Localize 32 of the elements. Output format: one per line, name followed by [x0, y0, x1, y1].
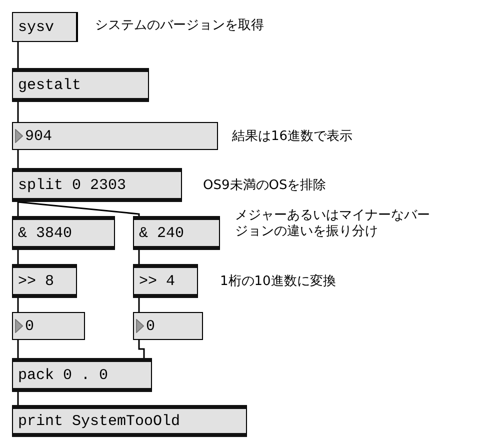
comment-text: システムのバージョンを取得 — [95, 18, 265, 34]
number-value: 0 — [25, 318, 34, 334]
patch-cord — [18, 201, 140, 216]
object-box: >> 4 — [133, 264, 198, 298]
patch-cord — [17, 298, 19, 312]
object-box: print SystemTooOld — [12, 405, 247, 437]
object-box: >> 8 — [12, 264, 77, 298]
message-box: sysv — [12, 12, 78, 42]
object-box: & 240 — [133, 216, 220, 250]
patch-cord — [138, 250, 140, 264]
patch-cord — [138, 340, 145, 358]
comment-text: メジャーあるいはマイナーなバージョンの違いを振り分け — [235, 208, 431, 240]
patch-cord — [17, 202, 19, 216]
comment-text: 結果は16進数で表示 — [232, 129, 354, 145]
patch-cord — [17, 250, 19, 264]
number-box — [133, 312, 203, 340]
patch-cord — [17, 150, 19, 168]
object-box: pack 0 . 0 — [12, 358, 152, 392]
patch-cord — [17, 102, 19, 122]
object-box: gestalt — [12, 68, 149, 102]
patch-cord — [17, 340, 19, 358]
patch-cord — [138, 298, 140, 312]
number-value: 0 — [146, 318, 156, 334]
number-box — [12, 312, 85, 340]
number-box — [12, 122, 218, 150]
number-value: 904 — [25, 128, 52, 144]
patch-cord — [17, 392, 19, 405]
object-box: split 0 2303 — [12, 168, 182, 202]
patch-cord — [17, 42, 19, 68]
comment-text: 1桁の10進数に変換 — [220, 274, 337, 290]
comment-text: OS9未満のOSを排除 — [203, 178, 328, 194]
object-box: & 3840 — [12, 216, 115, 250]
